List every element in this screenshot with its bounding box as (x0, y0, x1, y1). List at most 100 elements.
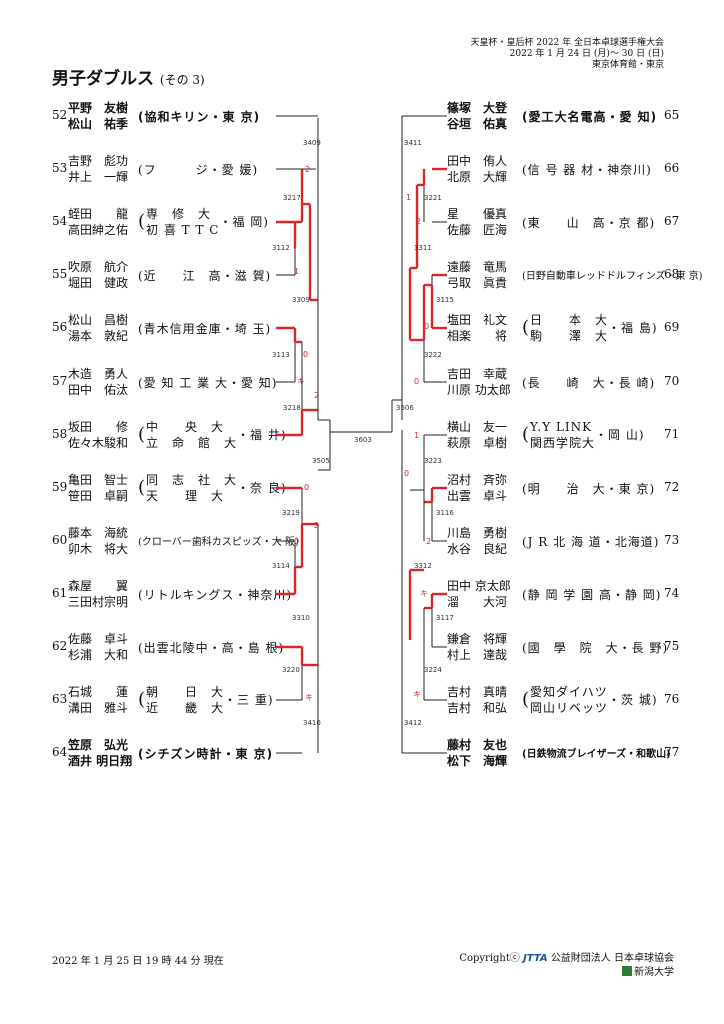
player-names: 鎌倉 将輝村上 達哉 (447, 631, 517, 663)
title-main: 男子ダブルス (52, 69, 154, 89)
team-prefecture: ・奈 良) (237, 481, 287, 495)
team-affiliation: (朝 日 大近 畿 大・三 重) (138, 684, 274, 716)
bracket-paren: ( (138, 424, 147, 445)
bracket-paren: ( (522, 424, 531, 445)
header-line1: 天皇杯・皇后杯 2022 年 全日本卓球選手権大会 (470, 38, 665, 48)
team-affiliation: (協和キリン・東 京) (138, 110, 261, 124)
player-name: 佐々木駿和 (68, 436, 129, 450)
player-names: 亀田 智士笹田 卓嗣 (68, 472, 138, 504)
seed-number: 54 (52, 214, 68, 228)
seed-number: 64 (52, 745, 68, 759)
university-name: 新潟大学 (634, 967, 674, 978)
team-affiliation: (明 治 大・東 京) (522, 482, 656, 496)
player-name: 杉浦 大和 (68, 648, 129, 662)
player-name: 弓取 眞貴 (447, 276, 508, 290)
player-name: 水谷 良紀 (447, 542, 508, 556)
player-names: 篠塚 大登谷垣 佑真 (447, 100, 517, 132)
team-name: 専 修 大 (146, 207, 212, 221)
player-name: 谷垣 佑真 (447, 117, 508, 131)
player-name: 溜 大河 (447, 595, 508, 609)
match-number: 3311 (414, 244, 432, 252)
player-names: 坂田 修佐々木駿和 (68, 419, 138, 451)
seed-number: 57 (52, 374, 68, 388)
match-number: 3603 (354, 436, 372, 444)
player-name: 高田紳之佑 (68, 223, 129, 237)
match-number: 3310 (292, 614, 310, 622)
match-number: 3222 (424, 351, 442, 359)
game-score: 0 (424, 322, 429, 331)
team-affiliation: (東 山 高・京 都) (522, 216, 656, 230)
player-name: 星 優真 (447, 207, 508, 221)
team-affiliation: (青木信用金庫・埼 玉) (138, 322, 272, 336)
university-logo-icon (622, 966, 632, 976)
player-name: 萩原 卓樹 (447, 436, 508, 450)
player-name: 佐藤 卓斗 (68, 632, 129, 646)
seed-number: 55 (52, 267, 68, 281)
player-name: 川原 功太郎 (447, 383, 511, 397)
player-name: 村上 達哉 (447, 648, 508, 662)
seed-number: 53 (52, 161, 68, 175)
team-affiliation: (愛 知 工 業 大・愛 知) (138, 376, 278, 390)
team-name: 天 理 大 (146, 489, 225, 503)
match-number: 3113 (272, 351, 290, 359)
team-affiliation: (國 學 院 大・長 野) (522, 641, 669, 655)
match-number: 3412 (404, 719, 422, 727)
bracket-paren: ( (138, 477, 147, 498)
title-sub: (その 3) (159, 73, 205, 87)
seed-number: 66 (664, 161, 680, 175)
tournament-header: 天皇杯・皇后杯 2022 年 全日本卓球選手権大会 2022 年 1 月 24 … (471, 38, 665, 71)
player-name: 亀田 智士 (68, 473, 129, 487)
game-score: 0 (304, 483, 309, 492)
game-score: 1 (294, 267, 299, 276)
seed-number: 72 (664, 480, 680, 494)
game-score: 2 (314, 521, 319, 530)
player-name: 松山 祐季 (68, 117, 129, 131)
game-score: 2 (426, 537, 431, 546)
jtta-logo: JTTA (523, 953, 548, 964)
player-names: 藤村 友也松下 海輝 (447, 737, 517, 769)
seed-number: 74 (664, 586, 680, 600)
team-affiliation: (日鉄物流ブレイザーズ・和歌山) (522, 749, 671, 760)
team-name: 岡山リベッツ (530, 701, 609, 715)
player-names: 横山 友一萩原 卓樹 (447, 419, 517, 451)
game-score: キ (305, 693, 313, 702)
seed-number: 77 (664, 745, 680, 759)
team-prefecture: ・茨 城) (608, 693, 658, 707)
player-name: 松山 昌樹 (68, 313, 129, 327)
team-affiliation: (専 修 大初 喜 T T C・福 岡) (138, 206, 269, 238)
player-name: 篠塚 大登 (447, 101, 508, 115)
match-number: 3312 (414, 562, 432, 570)
team-name: Y.Y LINK (530, 420, 593, 434)
player-name: 田中 佑汰 (68, 383, 129, 397)
seed-number: 69 (664, 320, 680, 334)
game-score: 0 (294, 537, 299, 546)
seed-number: 58 (52, 427, 68, 441)
player-names: 吉田 幸蔵川原 功太郎 (447, 366, 517, 398)
player-name: 鎌倉 将輝 (447, 632, 508, 646)
match-number: 3220 (282, 666, 300, 674)
player-names: 田中 侑人北原 大輝 (447, 153, 517, 185)
team-affiliation: (近 江 高・滋 賀) (138, 269, 272, 283)
seed-number: 59 (52, 480, 68, 494)
player-name: 川島 勇樹 (447, 526, 508, 540)
team-name: 中 央 大 (146, 420, 225, 434)
player-names: 星 優真佐藤 匠海 (447, 206, 517, 238)
seed-number: 52 (52, 108, 68, 122)
player-name: 木造 勇人 (68, 367, 129, 381)
copyright-label: Copyrightⓒ (459, 953, 520, 964)
page-title: 男子ダブルス (その 3) (52, 64, 205, 89)
team-name: 愛知ダイハツ (530, 685, 608, 699)
team-affiliation: (リトルキングス・神奈川) (138, 588, 293, 602)
team-prefecture: ・福 岡) (219, 215, 269, 229)
player-name: 田中 侑人 (447, 154, 508, 168)
